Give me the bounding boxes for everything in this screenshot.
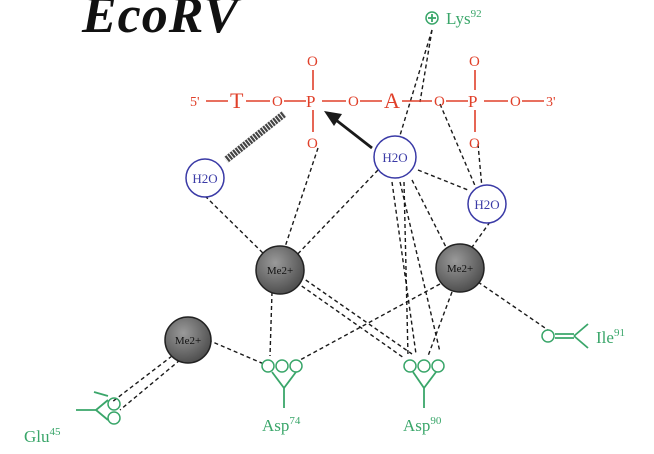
thymine-label: T — [230, 88, 244, 113]
residue-name: Glu — [24, 427, 50, 446]
residue-name: Lys — [446, 9, 471, 28]
svg-text:Asp74: Asp74 — [262, 415, 301, 435]
residue-number: 91 — [614, 327, 625, 339]
three-prime-label: 3' — [546, 95, 556, 110]
phosphorus-right: P — [468, 92, 477, 111]
metal-ion: Me2+ — [164, 316, 212, 364]
water-molecule: H2O — [373, 135, 417, 179]
adenine-label: A — [384, 88, 400, 113]
residue-name: Ile — [596, 328, 614, 347]
oxygen-label: O — [510, 94, 521, 110]
residue-number: 92 — [471, 8, 482, 20]
residue-name: Asp — [403, 416, 430, 435]
metal-label: Me2+ — [175, 335, 201, 347]
svg-text:Glu45: Glu45 — [24, 426, 61, 446]
svg-text:Ile91: Ile91 — [596, 327, 625, 347]
oxygen-label: O — [434, 94, 445, 110]
residue-number: 45 — [50, 426, 62, 438]
water-label: H2O — [192, 171, 217, 186]
oxygen-label: O — [307, 54, 318, 70]
oxygen-label: O — [469, 136, 480, 152]
residue-glu45: Glu45 — [24, 391, 121, 446]
metal-label: Me2+ — [447, 263, 473, 275]
coordination-bonds — [111, 29, 549, 411]
metal-ion: Me2+ — [435, 243, 485, 293]
residue-asp90: Asp90 — [403, 359, 445, 435]
metal-label: Me2+ — [267, 265, 293, 277]
water-label: H2O — [382, 150, 407, 165]
water-molecule: H2O — [185, 158, 225, 198]
oxygen-label: O — [469, 54, 480, 70]
residue-number: 74 — [289, 415, 301, 427]
phosphorus-left: P — [306, 92, 315, 111]
five-prime-label: 5' — [190, 95, 200, 110]
svg-text:Asp90: Asp90 — [403, 415, 442, 435]
attack-arrow — [324, 111, 373, 150]
metal-ion: Me2+ — [255, 245, 305, 295]
residue-name: Asp — [262, 416, 289, 435]
residue-lys92: Lys92 — [425, 8, 482, 28]
water-molecule: H2O — [467, 184, 507, 224]
dna-backbone: 5' T O P O O O A O P O O O 3' — [190, 54, 556, 152]
oxygen-label: O — [272, 94, 283, 110]
svg-text:Lys92: Lys92 — [446, 8, 482, 28]
residue-number: 90 — [430, 415, 442, 427]
residue-asp74: Asp74 — [261, 359, 303, 435]
water-label: H2O — [474, 197, 499, 212]
oxygen-label: O — [348, 94, 359, 110]
oxygen-label: O — [307, 136, 318, 152]
residue-ile91: Ile91 — [541, 323, 625, 349]
hatched-bond — [223, 111, 287, 163]
diagram-title: EcoRV — [82, 0, 240, 44]
